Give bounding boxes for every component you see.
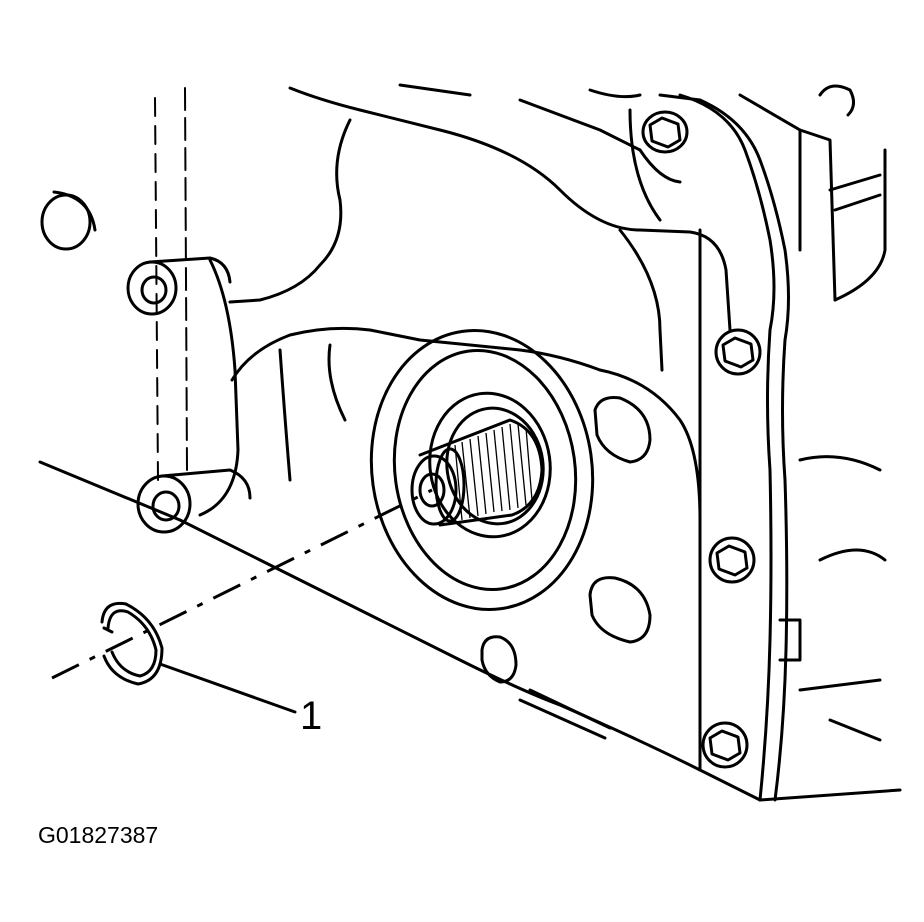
callout-number-1: 1 (300, 694, 323, 738)
case-pockets (480, 396, 652, 684)
bolt-4 (701, 721, 749, 769)
side-cover (628, 84, 887, 802)
boss-upper-left (126, 256, 232, 316)
snap-ring (100, 601, 164, 686)
splined-shaft (410, 418, 544, 527)
figure-code: G01827387 (38, 822, 159, 848)
washer-top-left (40, 190, 97, 251)
bolt-3 (708, 536, 756, 584)
shaft-axis-line (51, 488, 433, 680)
callout-leader-line (158, 662, 297, 714)
boss-lower-left (136, 468, 252, 534)
bolt-1 (641, 110, 689, 154)
left-dashed-edge (154, 87, 188, 481)
transmission-case-outline (38, 83, 902, 802)
bolt-2 (714, 328, 762, 376)
